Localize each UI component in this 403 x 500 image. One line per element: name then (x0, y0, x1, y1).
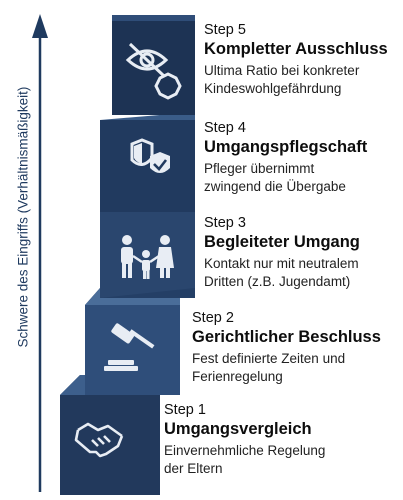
step-1-text: Step 1 Umgangsvergleich Einvernehmliche … (164, 402, 325, 477)
step-1-title: Umgangsvergleich (164, 420, 312, 438)
step-5-number: Step 5 (204, 22, 246, 38)
step-5-description: Ultima Ratio bei konkreter Kindeswohlgef… (204, 62, 388, 97)
step-4-number: Step 4 (204, 120, 246, 136)
axis-arrow (32, 14, 48, 492)
step-4-block (100, 112, 195, 212)
step-2-block (85, 288, 180, 395)
gavel-icon (104, 323, 155, 371)
step-1-description: Einvernehmliche Regelung der Eltern (164, 442, 325, 477)
handshake-icon (74, 422, 124, 458)
step-1-number: Step 1 (164, 402, 206, 418)
step-2-title: Gerichtlicher Beschluss (192, 328, 381, 346)
step-2-description: Fest definierte Zeiten und Ferienregelun… (192, 350, 381, 385)
shield-check-icon (130, 138, 170, 173)
step-4-desc-line-1: Pfleger übernimmt (204, 161, 315, 176)
step-2-text: Step 2 Gerichtlicher Beschluss Fest defi… (192, 310, 381, 385)
family-icon (121, 235, 174, 279)
step-5-text: Step 5 Kompletter Ausschluss Ultima Rati… (204, 22, 388, 97)
step-5-desc-line-1: Ultima Ratio bei konkreter (204, 63, 360, 78)
eye-crossed-stop-icon (125, 42, 182, 100)
step-2-desc-line-2: Ferienregelung (192, 368, 283, 384)
step-3-number: Step 3 (204, 215, 246, 231)
step-4-description: Pfleger übernimmt zwingend die Übergabe (204, 160, 367, 195)
step-5-title: Kompletter Ausschluss (204, 40, 388, 58)
step-3-description: Kontakt nur mit neutralem Dritten (z.B. … (204, 255, 360, 290)
step-1-desc-line-2: der Eltern (164, 460, 223, 476)
step-3-title: Begleiteter Umgang (204, 233, 360, 251)
step-4-desc-line-2: zwingend die Übergabe (204, 178, 346, 194)
step-2-number: Step 2 (192, 310, 234, 326)
step-5-desc-line-2: Kindeswohlgefährdung (204, 80, 342, 96)
step-3-desc-line-1: Kontakt nur mit neutralem (204, 256, 359, 271)
step-2-desc-line-1: Fest definierte Zeiten und (192, 351, 346, 366)
step-1-desc-line-1: Einvernehmliche Regelung (164, 443, 326, 458)
step-4-text: Step 4 Umgangspflegschaft Pfleger überni… (204, 120, 367, 195)
step-3-desc-line-2: Dritten (z.B. Jugendamt) (204, 273, 351, 289)
step-3-text: Step 3 Begleiteter Umgang Kontakt nur mi… (204, 215, 360, 290)
step-4-title: Umgangspflegschaft (204, 138, 368, 156)
